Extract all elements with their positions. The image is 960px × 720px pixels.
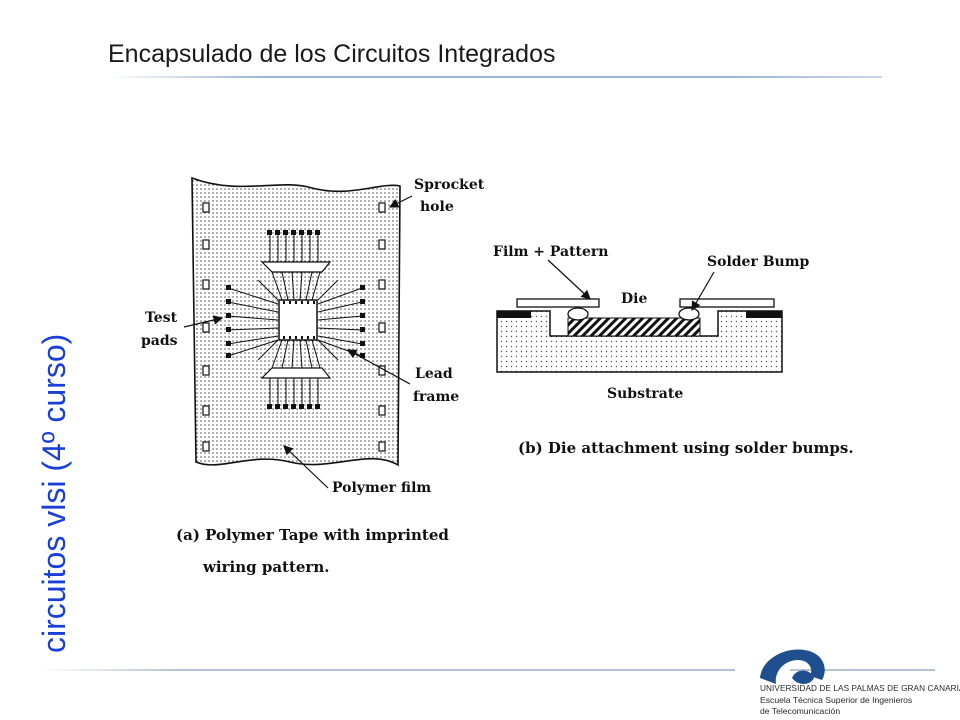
footer-university: UNIVERSIDAD DE LAS PALMAS DE GRAN CANARI… (760, 684, 960, 693)
polymer-tape-diagram: Sprocket hole Test pads Lead frame Polym… (141, 176, 485, 576)
label-test: Test (145, 310, 178, 326)
label-sprocket: Sprocket (414, 177, 485, 193)
solder-bump-left (567, 307, 589, 321)
label-film-pattern: Film + Pattern (493, 244, 609, 260)
footer-rule-right (790, 669, 935, 671)
film-right (679, 298, 775, 308)
footer-rule (40, 669, 735, 671)
label-polymer-film: Polymer film (332, 480, 431, 496)
label-substrate: Substrate (607, 386, 683, 402)
label-pads: pads (141, 333, 178, 349)
label-frame: frame (413, 389, 459, 405)
page-title: Encapsulado de los Circuitos Integrados (108, 40, 556, 68)
footer-school-line2: de Telecomunicación (760, 706, 841, 716)
left-pad-dark (497, 311, 531, 318)
caption-a-line2: wiring pattern. (202, 558, 329, 576)
title-underline (108, 76, 882, 78)
sprocket-holes-left (202, 202, 210, 452)
label-die: Die (621, 291, 647, 307)
ulpgc-logo-icon (760, 649, 825, 684)
caption-a-line1: (a) Polymer Tape with imprinted (176, 526, 449, 544)
sprocket-holes-right (378, 202, 386, 452)
lead-frame (227, 234, 363, 404)
footer-school-line1: Escuela Técnica Superior de Ingenieros (760, 695, 913, 705)
die-hatched (567, 317, 701, 337)
solder-bump-right (678, 307, 700, 321)
right-pad-dark (746, 311, 782, 318)
film-left (516, 298, 600, 308)
label-solder-bump: Solder Bump (707, 254, 810, 270)
die-chip (278, 299, 318, 341)
die-attachment-diagram: Film + Pattern Solder Bump Die Substrate… (493, 244, 854, 457)
caption-b: (b) Die attachment using solder bumps. (518, 439, 854, 457)
label-hole: hole (420, 199, 454, 215)
die-bond-dots (283, 301, 315, 339)
label-lead: Lead (415, 366, 453, 382)
substrate (496, 310, 783, 373)
test-pads (226, 230, 365, 409)
